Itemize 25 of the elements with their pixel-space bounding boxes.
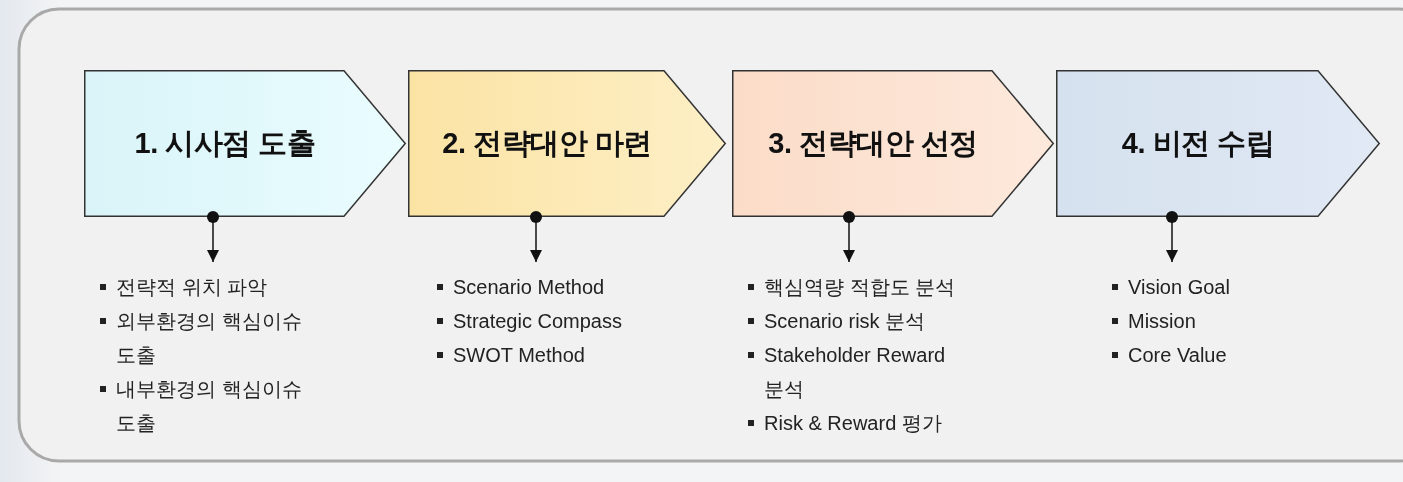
- bullet-item: Core Value: [1110, 338, 1310, 372]
- bullet-item: 외부환경의 핵심이슈 도출: [98, 304, 313, 372]
- connector-arrow: [843, 211, 855, 263]
- step-box: [408, 70, 726, 217]
- bullet-item: 핵심역량 적합도 분석: [746, 270, 974, 304]
- bullet-item: Strategic Compass: [435, 304, 665, 338]
- connector-arrow: [1166, 211, 1178, 263]
- step-title: 3. 전략대안 선정: [768, 125, 978, 161]
- step-title: 4. 비전 수립: [1121, 125, 1275, 161]
- bullet-item: Scenario risk 분석: [746, 304, 974, 338]
- connector-arrow: [530, 211, 542, 263]
- bullet-item: Stakeholder Reward 분석: [746, 338, 974, 406]
- bullet-item: Scenario Method: [435, 270, 665, 304]
- step-box: [84, 70, 406, 217]
- bullet-item: 전략적 위치 파악: [98, 270, 313, 304]
- step-title: 2. 전략대안 마련: [442, 125, 652, 161]
- step-box: [1056, 70, 1380, 217]
- bullet-item: Mission: [1110, 304, 1310, 338]
- bullet-item: 내부환경의 핵심이슈 도출: [98, 372, 313, 440]
- step-box: [732, 70, 1054, 217]
- bullet-item: Risk & Reward 평가: [746, 406, 974, 440]
- bullet-item: SWOT Method: [435, 338, 665, 372]
- bullet-item: Vision Goal: [1110, 270, 1310, 304]
- connector-arrow: [207, 211, 219, 263]
- step-title: 1. 시사점 도출: [134, 125, 316, 161]
